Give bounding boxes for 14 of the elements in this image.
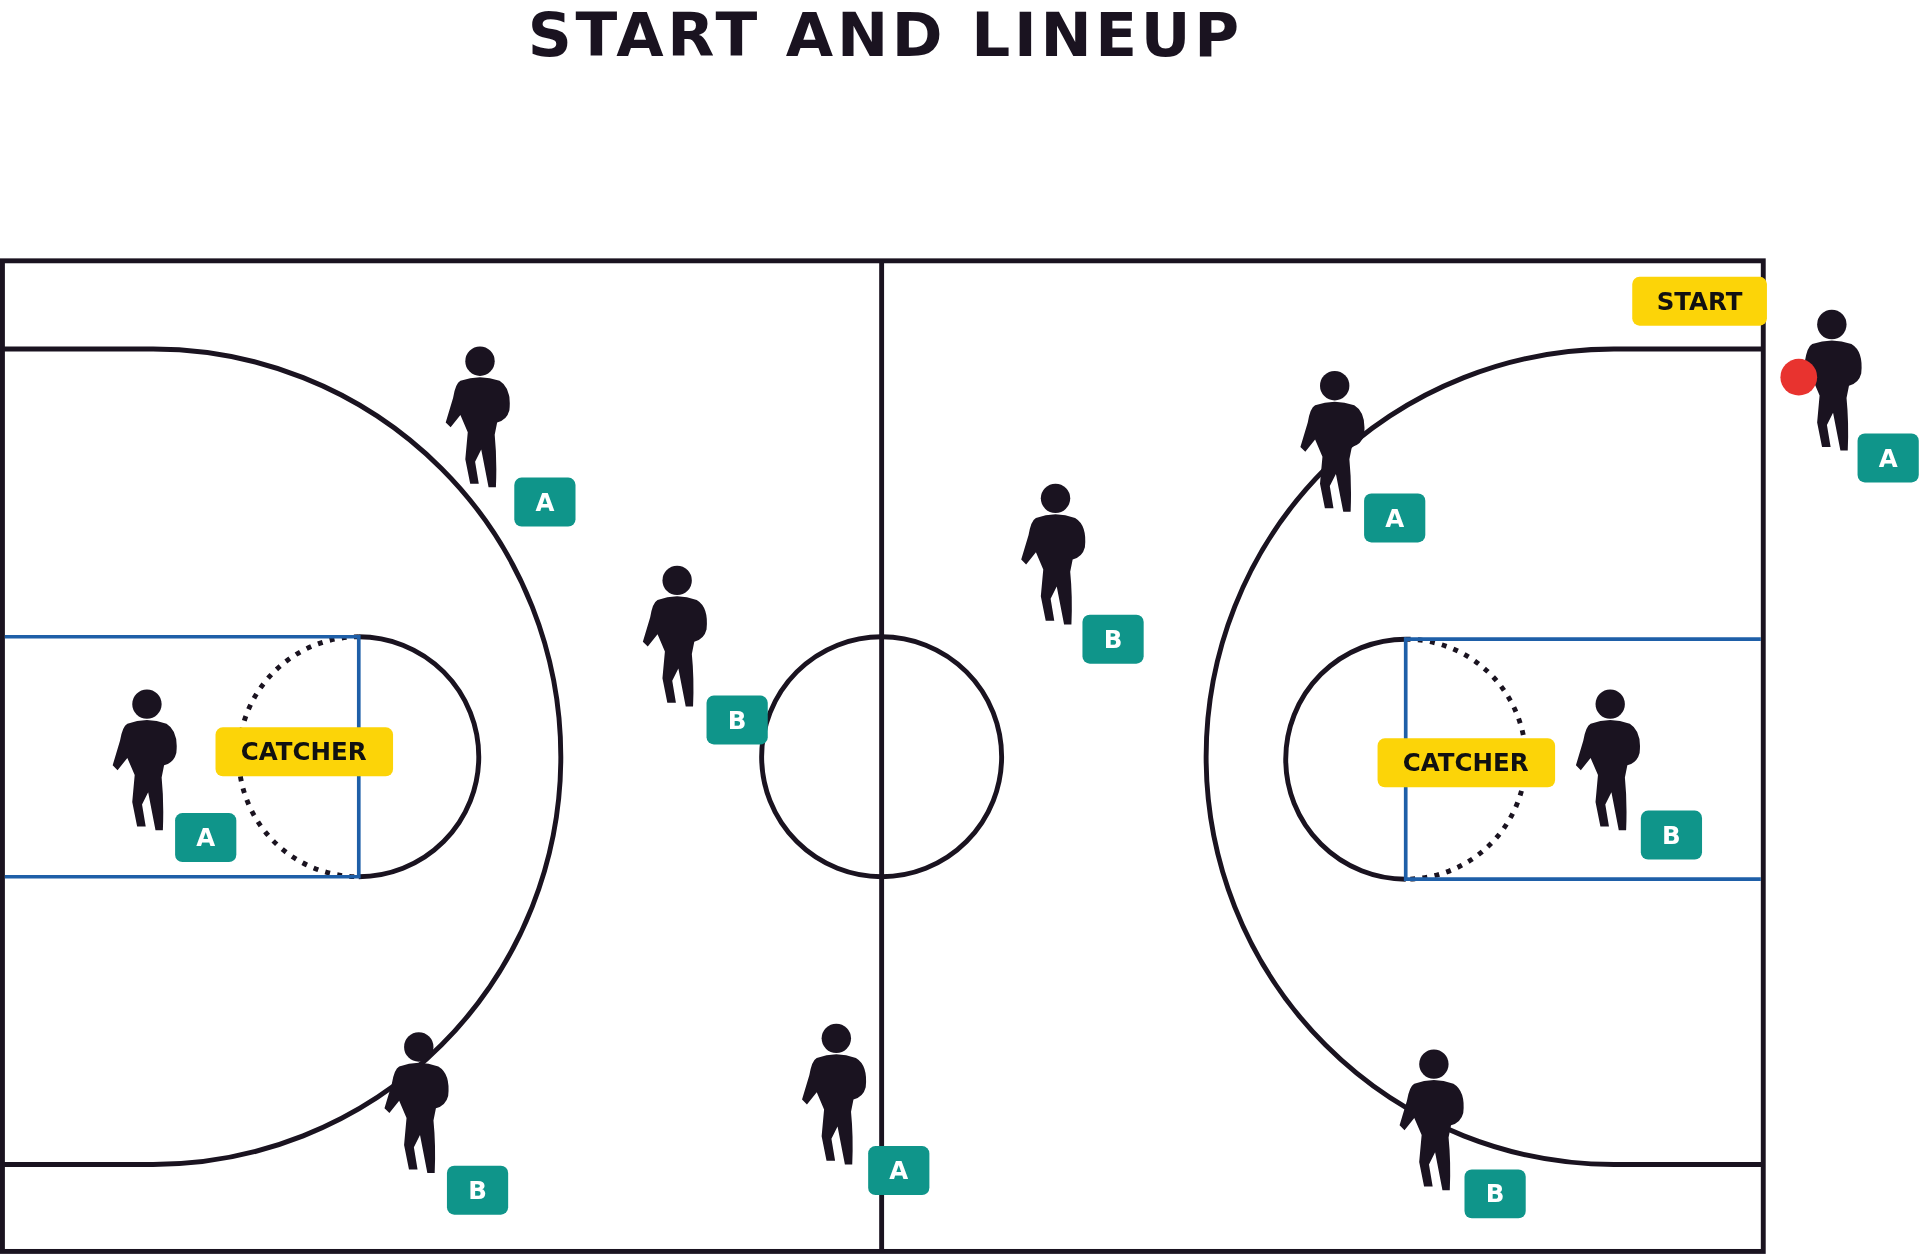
team-badge: B: [1640, 810, 1703, 860]
team-badge: A: [1857, 433, 1919, 483]
team-badge: A: [514, 477, 576, 527]
title: START AND LINEUP: [526, 0, 1244, 71]
team-badge: B: [1082, 614, 1144, 664]
label-tag: CATCHER: [1376, 738, 1555, 788]
team-badge: B: [446, 1165, 509, 1215]
team-badge: A: [868, 1146, 930, 1196]
team-badge: A: [175, 813, 237, 863]
team-badge: B: [706, 695, 768, 745]
team-badge: B: [1464, 1169, 1526, 1219]
label-tag: CATCHER: [214, 727, 393, 777]
label-tag: START: [1632, 276, 1767, 326]
team-badge: A: [1364, 493, 1426, 543]
